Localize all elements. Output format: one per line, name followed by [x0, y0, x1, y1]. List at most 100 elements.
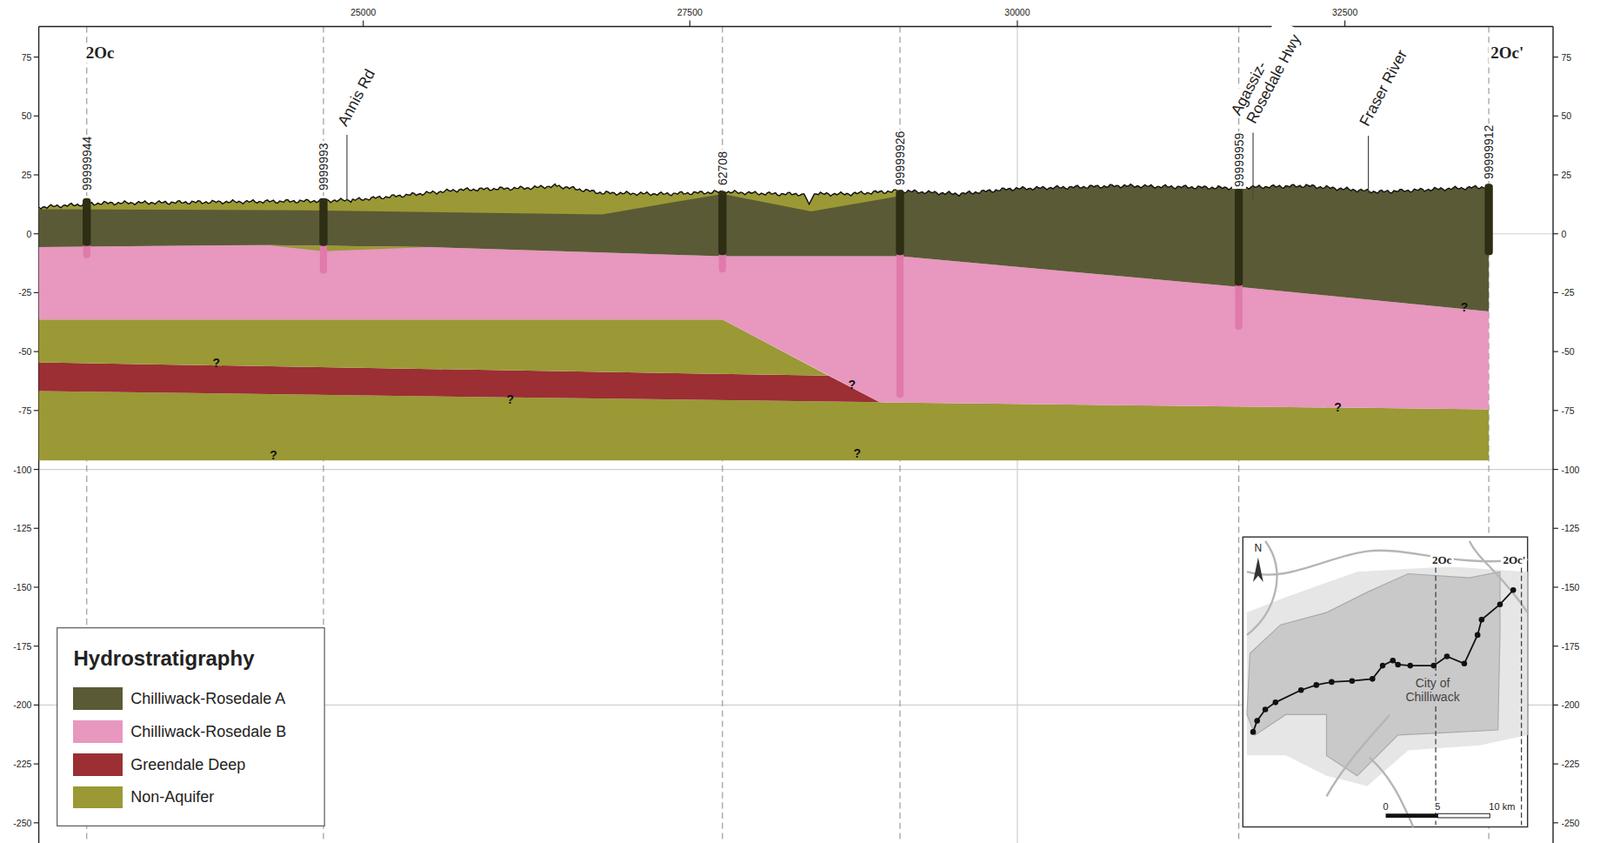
place-label: Annis Rd [333, 65, 380, 132]
axis-tick [1553, 233, 1559, 234]
non-aquifer-layer [39, 319, 829, 376]
city-area [1246, 571, 1500, 776]
place-label: Fraser River [1354, 45, 1412, 131]
well-screen [896, 252, 904, 399]
axis-label: -175 [1560, 640, 1580, 652]
axis-label: -200 [13, 699, 32, 710]
rosedale-a-layer [39, 183, 1490, 311]
axis-label: -25 [1560, 286, 1574, 298]
axis-label: -225 [13, 758, 32, 769]
axis-line [39, 26, 1554, 27]
axis-tick [33, 468, 40, 470]
axis-tick [33, 233, 40, 234]
scale-bar [1437, 813, 1490, 818]
axis-tick [33, 704, 40, 706]
uncertainty-mark: ? [848, 377, 857, 392]
well-dot [1444, 653, 1451, 660]
drawing-group [33, 20, 1559, 843]
well-dot [1273, 699, 1280, 706]
axis-tick [1553, 821, 1559, 823]
well-id: 99999944 [80, 133, 94, 192]
axis-tick [1344, 20, 1346, 27]
well-dot [1390, 657, 1397, 664]
well-dot [1313, 681, 1320, 688]
leader-line [1252, 133, 1254, 200]
axis-tick [1553, 56, 1559, 58]
axis-label: 27500 [677, 6, 703, 18]
axis-label: 50 [21, 110, 33, 121]
axis-tick [1553, 409, 1559, 411]
axis-label: 50 [1560, 110, 1572, 121]
well-id: 99999926 [893, 128, 907, 187]
well-dot [1461, 660, 1468, 667]
legend-text: Non-Aquifer [130, 787, 214, 807]
axis-label: -225 [1560, 758, 1580, 769]
axis-label: 0 [26, 228, 33, 240]
axis-label: -50 [18, 346, 32, 357]
axis-tick [1553, 468, 1559, 470]
axis-line [1552, 26, 1554, 843]
axis-tick [689, 20, 691, 27]
well-dot [1406, 662, 1414, 669]
well-dot [1349, 677, 1356, 684]
section-end-label: 2Oc [84, 43, 117, 63]
inset-map [1242, 536, 1527, 827]
axis-tick [33, 292, 40, 294]
well-casing [718, 190, 727, 255]
well-casing [895, 189, 904, 255]
inset-label: City of Chilliwack [1396, 675, 1470, 704]
well-dot [1474, 632, 1481, 639]
axis-label: 25 [21, 169, 33, 180]
well-dot [1394, 661, 1401, 668]
legend-swatch [73, 786, 122, 809]
north-arrow [1253, 557, 1264, 582]
section-route [1253, 589, 1514, 732]
axis-tick [1553, 173, 1559, 175]
leader-line [346, 134, 347, 200]
well-id: 99999959 [1232, 131, 1247, 189]
scale-bar [1386, 813, 1439, 818]
axis-tick [33, 763, 40, 765]
well-dot [1253, 717, 1260, 724]
axis-tick [362, 20, 364, 27]
axis-tick [1553, 527, 1559, 529]
legend-swatch [73, 720, 122, 743]
well-dot [1479, 616, 1486, 623]
legend-swatch [73, 753, 122, 776]
well-casing [1484, 183, 1493, 255]
axis-label: 32500 [1332, 6, 1358, 18]
axis-tick [1553, 704, 1559, 706]
axis-tick [1553, 763, 1559, 765]
axis-tick [1553, 586, 1559, 587]
axis-label: 25000 [350, 6, 376, 18]
axis-tick [33, 173, 40, 175]
well-screen [1234, 282, 1242, 330]
legend-text: Chilliwack-Rosedale A [130, 688, 286, 707]
axis-label: -125 [13, 522, 32, 534]
well-id: 9999993 [316, 140, 331, 193]
well-dot [1369, 675, 1376, 682]
well-id: 62708 [715, 149, 730, 187]
well-casing [319, 198, 327, 247]
axis-tick [33, 586, 40, 587]
legend-box [57, 627, 325, 827]
well-screen [719, 252, 727, 273]
axis-label: -175 [13, 640, 32, 652]
axis-tick [33, 409, 40, 411]
inset-label: 10 km [1486, 800, 1517, 813]
axis-tick [1553, 292, 1559, 294]
legend-title: Hydrostratigraphy [73, 646, 254, 671]
axis-label: -100 [1560, 464, 1580, 475]
axis-label: -50 [1560, 346, 1574, 357]
well-dot [1328, 679, 1335, 686]
uncertainty-mark: ? [853, 446, 861, 460]
section-end-label: 2Oc' [1488, 43, 1526, 63]
axis-label: -150 [13, 581, 32, 593]
axis-label: -250 [1560, 817, 1580, 828]
well-dot [1250, 728, 1257, 735]
legend-text: Chilliwack-Rosedale B [130, 722, 287, 741]
axis-tick [33, 351, 40, 353]
leader-line [1367, 135, 1369, 194]
axis-label: 30000 [1004, 6, 1030, 18]
